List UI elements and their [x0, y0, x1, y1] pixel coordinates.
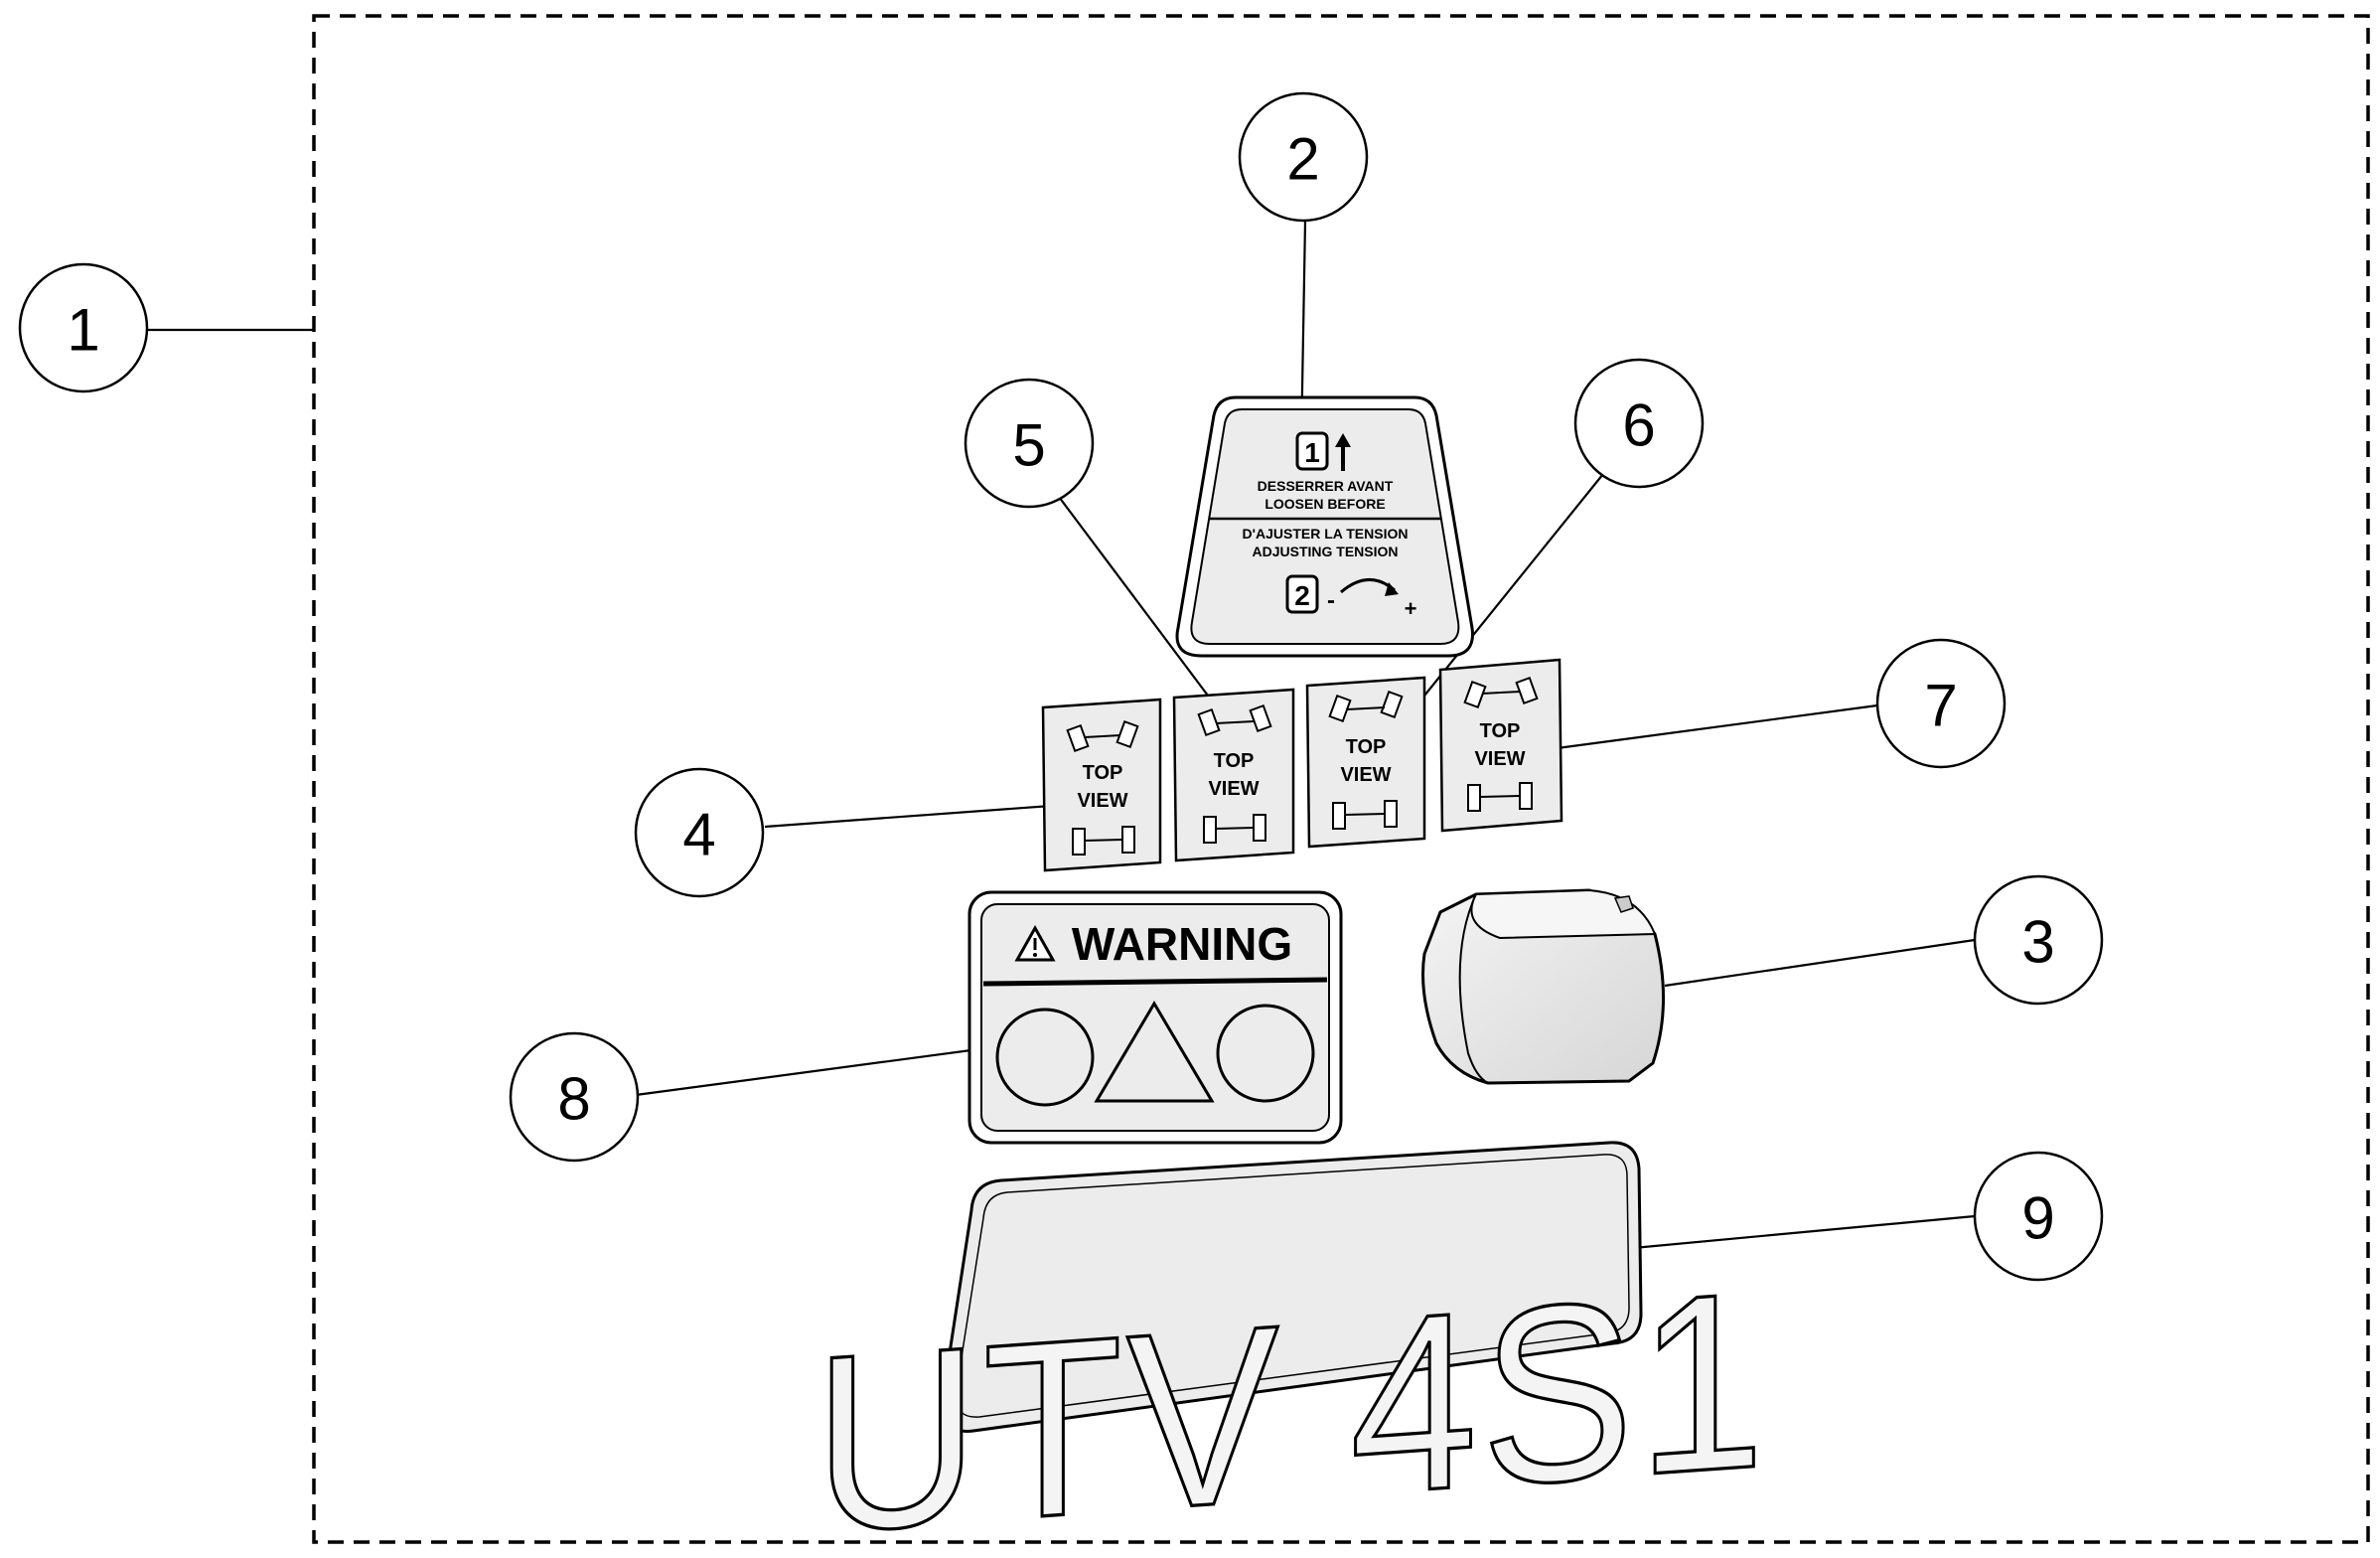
decal-kit-frame [312, 14, 2370, 1544]
leader-6 [1415, 468, 1608, 706]
callout-5: 5 [964, 378, 1095, 509]
top-view-5-line2: VIEW [1208, 778, 1259, 800]
tension-line-1: DESSERRER AVANT [1258, 478, 1394, 494]
plus-sign: + [1405, 596, 1417, 621]
callout-2-number: 2 [1286, 126, 1319, 193]
step-1-label: 1 [1304, 437, 1320, 468]
top-view-decal-6: TOP VIEW [1305, 676, 1426, 849]
top-view-5-line1: TOP [1214, 750, 1255, 772]
top-view-decal-7: TOP VIEW [1438, 658, 1563, 833]
warning-circle-right [1216, 1004, 1315, 1103]
step-1-icon [1295, 431, 1329, 471]
callout-2: 2 [1238, 91, 1369, 223]
leader-7 [1549, 703, 1878, 751]
callout-8-number: 8 [557, 1066, 590, 1133]
top-view-6-line2: VIEW [1340, 764, 1391, 786]
top-view-4-line2: VIEW [1077, 790, 1127, 812]
warning-title: WARNING [1072, 918, 1292, 970]
callout-9-number: 9 [2021, 1185, 2054, 1252]
callout-7-number: 7 [1924, 673, 1957, 739]
top-view-7-line1: TOP [1480, 720, 1521, 742]
top-view-7-line2: VIEW [1474, 748, 1525, 770]
tension-line-2: LOOSEN BEFORE [1264, 496, 1385, 512]
model-decal: UTV 4S1 [813, 1141, 1770, 1558]
warning-circle-left [995, 1008, 1095, 1107]
callout-4-number: 4 [682, 802, 715, 868]
top-view-6-line1: TOP [1346, 736, 1387, 758]
leader-3 [1664, 938, 1976, 988]
callout-1: 1 [18, 262, 149, 393]
tension-line-4: ADJUSTING TENSION [1252, 544, 1398, 559]
model-decal-text: UTV 4S1 [814, 1239, 1768, 1558]
tension-line-3: D'AJUSTER LA TENSION [1243, 526, 1409, 542]
callout-4: 4 [634, 767, 765, 898]
minus-sign: - [1327, 587, 1335, 614]
top-view-decal-4: TOP VIEW [1041, 698, 1162, 872]
callout-6: 6 [1573, 358, 1705, 489]
top-view-decal-5: TOP VIEW [1172, 688, 1295, 862]
step-2-label: 2 [1294, 580, 1310, 611]
callout-7: 7 [1875, 638, 2007, 769]
callout-8: 8 [509, 1031, 640, 1163]
callout-6-number: 6 [1622, 392, 1655, 459]
tension-adjust-decal: 1 DESSERRER AVANT LOOSEN BEFORE D'AJUSTE… [1175, 395, 1474, 658]
callout-1-number: 1 [67, 297, 99, 364]
protective-cap [1421, 888, 1665, 1085]
leader-4 [764, 803, 1066, 829]
callout-5-number: 5 [1012, 412, 1045, 479]
callout-3: 3 [1973, 874, 2104, 1006]
leader-9 [1632, 1214, 1976, 1250]
callout-9: 9 [1973, 1151, 2104, 1282]
callout-3-number: 3 [2021, 909, 2054, 976]
warning-center-triangle [1094, 1001, 1215, 1103]
step-2-icon [1285, 574, 1319, 614]
leader-8 [635, 1045, 994, 1097]
warning-decal: WARNING [967, 890, 1343, 1145]
top-view-4-line1: TOP [1083, 762, 1123, 784]
